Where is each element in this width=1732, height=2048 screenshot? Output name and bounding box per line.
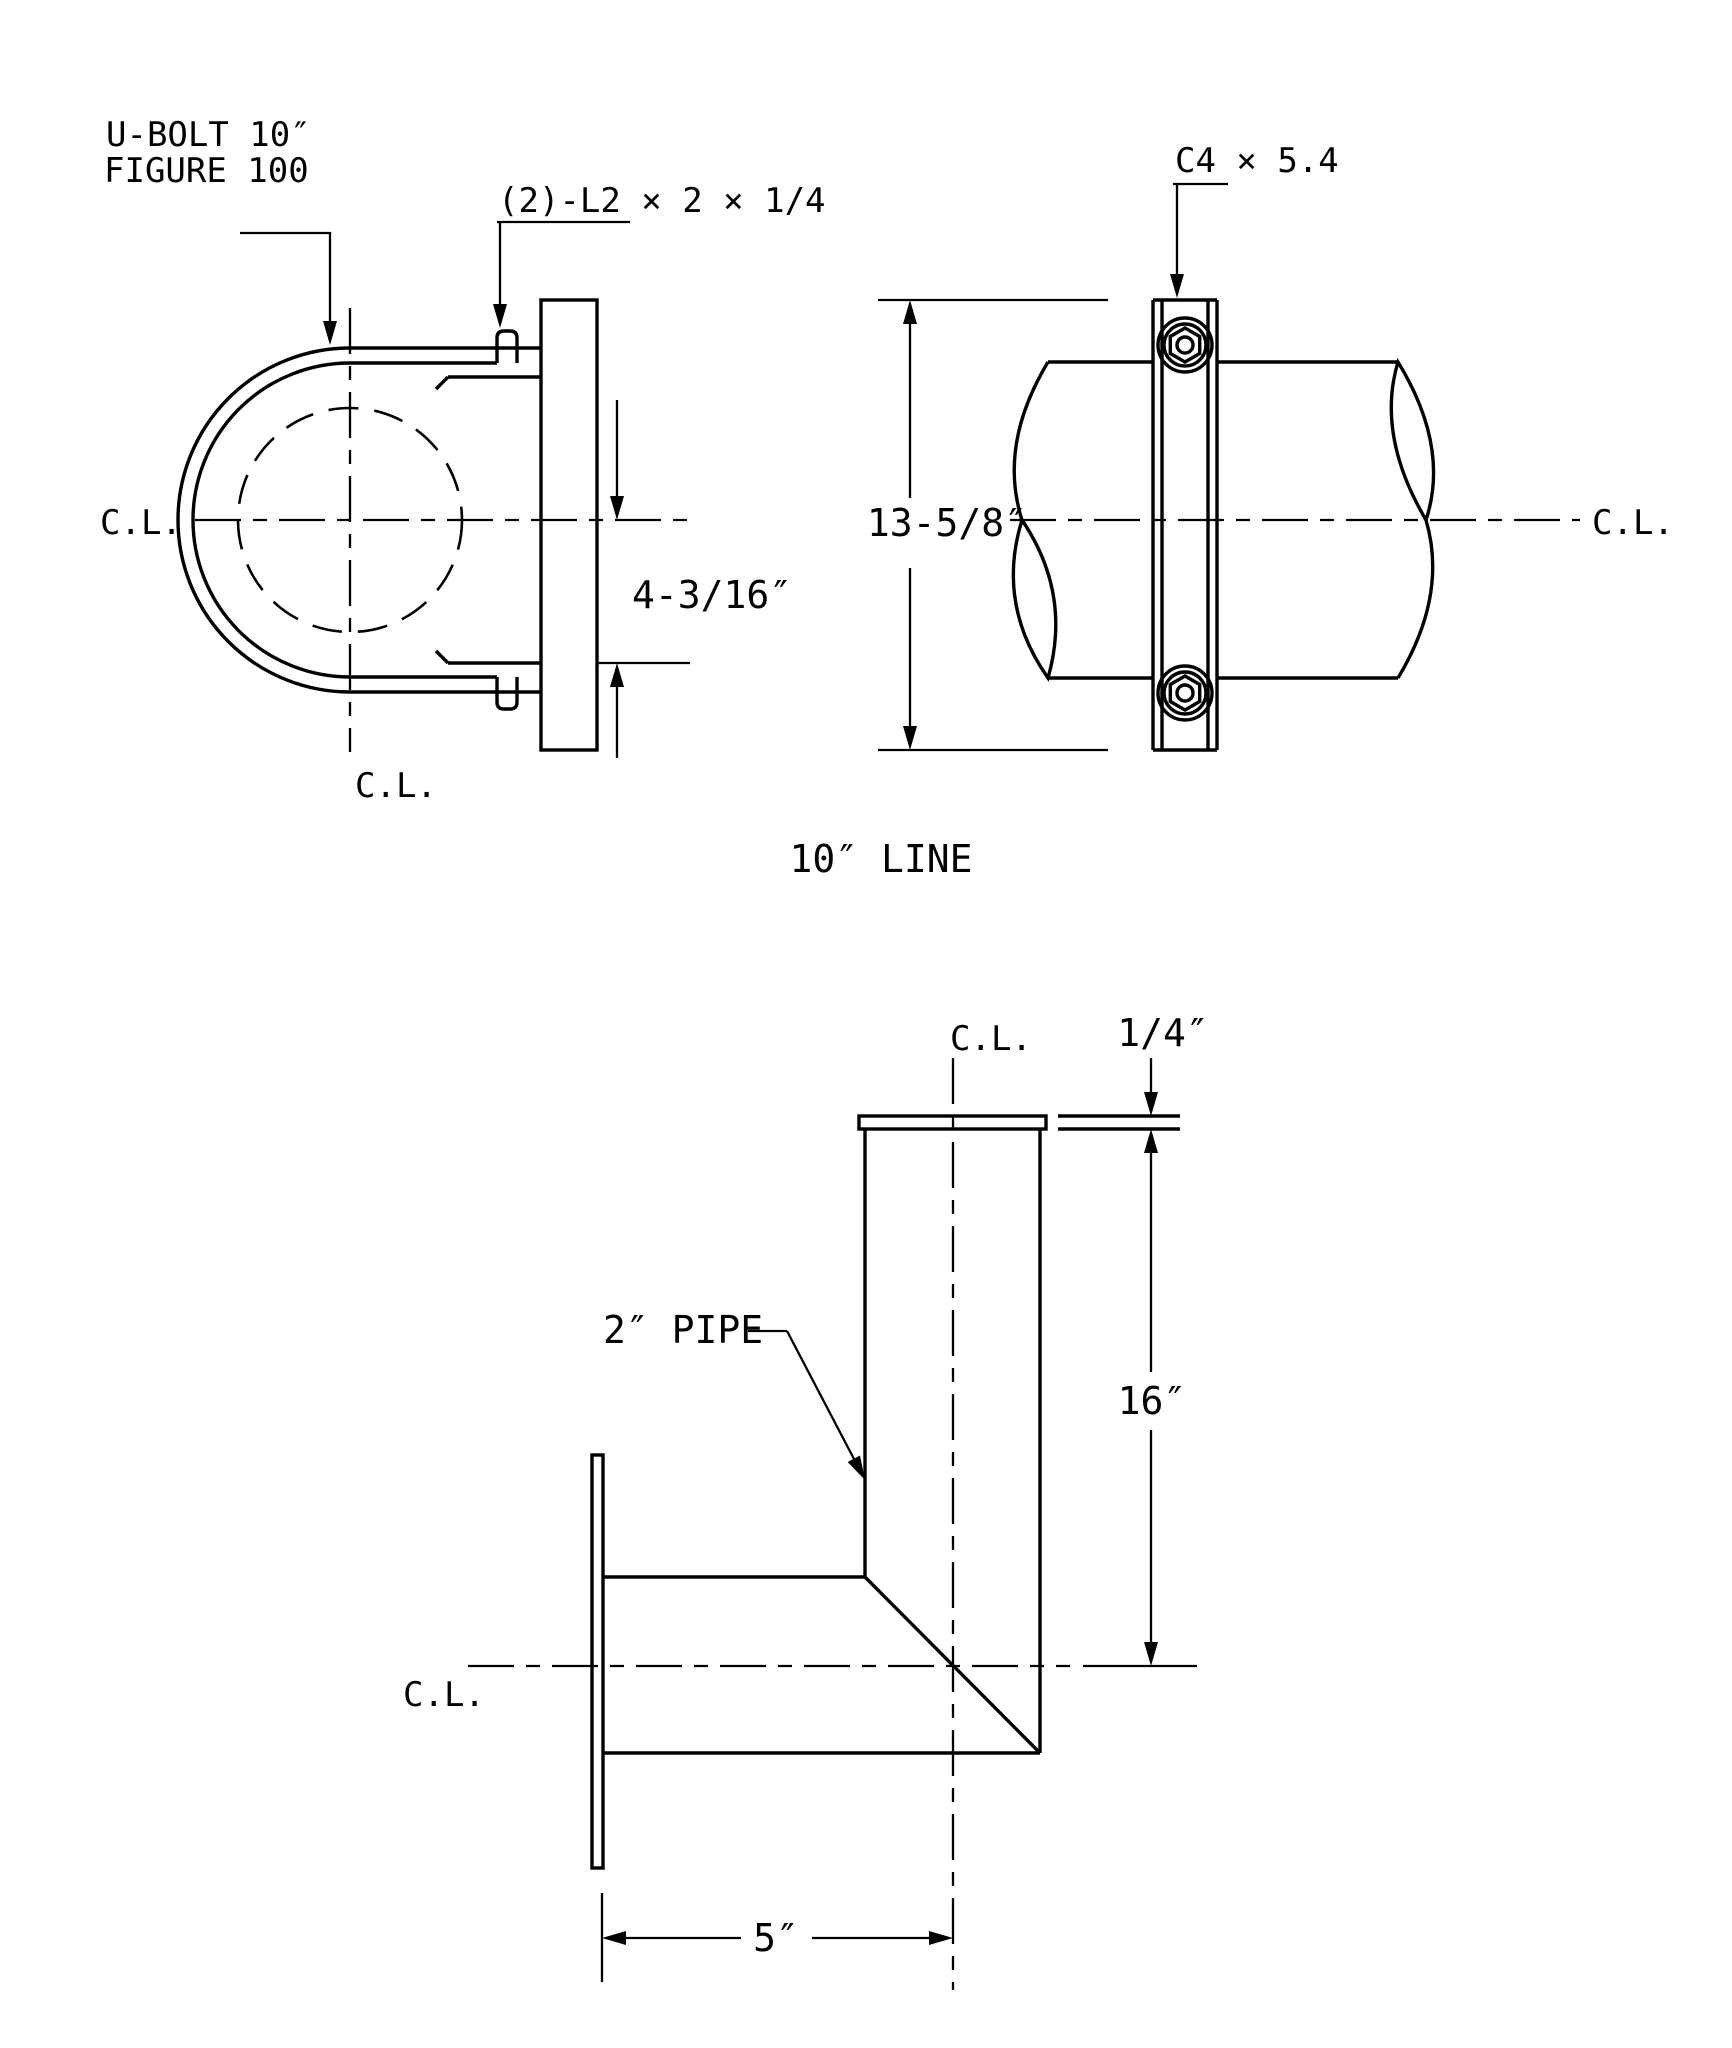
pipe-leader-arrowhead-icon <box>847 1455 865 1480</box>
ubolt-rod-end-bottom <box>495 677 519 711</box>
cl-label-bottom: C.L. <box>355 766 437 806</box>
dim-plate-upper-arrowhead-icon <box>1144 1092 1158 1116</box>
ubolt-inner-arc <box>191 361 351 679</box>
channel-web-side <box>539 298 599 752</box>
bolt-hex-nut-icon <box>1168 674 1202 712</box>
dim-run-right-arrowhead-icon <box>929 1931 953 1945</box>
angle-leader-arrowhead-icon <box>493 304 507 328</box>
pipe-leader-line-diagonal <box>785 1330 856 1460</box>
cl-label-left: C.L. <box>100 503 182 543</box>
angle-label: (2)-L2 × 2 × 1/4 <box>498 181 826 221</box>
dim-plate-text: 1/4″ <box>1117 1011 1209 1055</box>
dim-offset-lower-arrowhead-icon <box>610 663 624 687</box>
channel-front-view: C4 × 5.4 <box>867 141 1674 752</box>
bolt-shank-circle <box>1175 335 1195 355</box>
pipe-label: 2″ PIPE <box>603 1308 763 1352</box>
bolt-nut-circle <box>1162 322 1208 368</box>
pipe-break-left-sweep <box>1012 361 1050 521</box>
dim-riser-text: 16″ <box>1118 1379 1187 1423</box>
figure100-leader-line <box>240 231 332 322</box>
cl-label-top: C.L. <box>950 1019 1032 1059</box>
dim-plate-lower-arrowhead-icon <box>1144 1129 1158 1153</box>
figure100-leader-arrowhead-icon <box>323 321 337 345</box>
dim-height-top-arrowhead-icon <box>903 300 917 324</box>
bolt-hex-nut-icon <box>1168 326 1202 364</box>
cl-label-right: C.L. <box>1592 503 1674 543</box>
dim-riser-bottom-arrowhead-icon <box>1144 1642 1158 1666</box>
ubolt-label-line1: U-BOLT 10″ <box>106 115 311 155</box>
dim-run-text: 5″ <box>753 1916 799 1960</box>
bolt-washer-circle <box>1156 664 1214 722</box>
pipe-break-right-sweep <box>1396 519 1435 679</box>
cl-label-left: C.L. <box>403 1675 485 1715</box>
flange-plate <box>590 1453 605 1870</box>
bolt-shank-circle <box>1175 683 1195 703</box>
ubolt-side-view: U-BOLT 10″ FIGURE 100 (2)-L2 × 2 × 1/4 C… <box>100 115 826 806</box>
ubolt-rod-end-top <box>495 329 519 363</box>
angle-top-chamfer <box>434 375 450 391</box>
pipe-hidden-circle <box>236 406 464 634</box>
dim-offset-upper-arrowhead-icon <box>610 496 624 520</box>
dim-run-left-arrowhead-icon <box>602 1931 626 1945</box>
dim-height-bottom-arrowhead-icon <box>903 726 917 750</box>
bolt-bottom <box>1156 664 1214 722</box>
pipe-break-right-lens <box>1389 357 1436 521</box>
channel-leader-arrowhead-icon <box>1170 274 1184 298</box>
dim-height-text: 13-5/8″ <box>867 501 1027 545</box>
bolt-top <box>1156 316 1214 374</box>
ubolt-outer-arc <box>176 346 351 694</box>
dim-offset-text: 4-3/16″ <box>632 573 792 617</box>
bolt-washer-circle <box>1156 316 1214 374</box>
ubolt-label-line2: FIGURE 100 <box>104 151 309 191</box>
bolt-nut-circle <box>1162 670 1208 716</box>
channel-label: C4 × 5.4 <box>1175 141 1339 181</box>
angle-bottom-chamfer <box>434 649 450 665</box>
caption-10-line: 10″ LINE <box>789 837 972 881</box>
cap-plate <box>857 1114 1048 1131</box>
pipe-break-left-lens <box>1011 519 1058 682</box>
elbow-support-view: C.L. 1/4″ 16″ 2″ PIPE C.L. <box>403 1011 1209 1990</box>
